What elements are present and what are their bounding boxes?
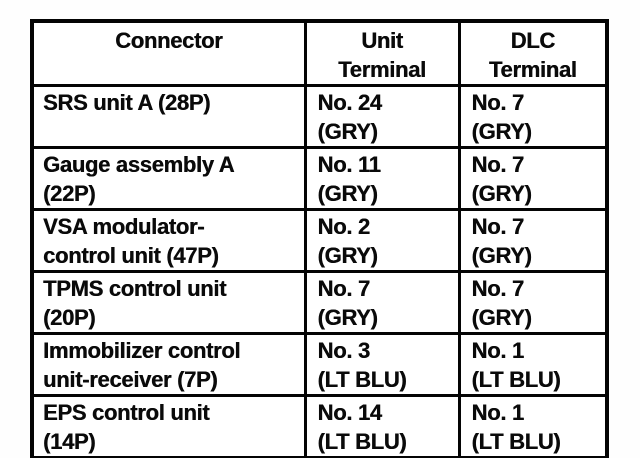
cell-dlc-terminal: No. 7 (GRY) <box>457 146 609 211</box>
cell-connector: VSA modulator- control unit (47P) <box>30 208 307 273</box>
cell-unit-terminal: No. 2 (GRY) <box>303 208 461 273</box>
cell-connector: TPMS control unit (20P) <box>30 270 307 335</box>
cell-unit-terminal: No. 24 (GRY) <box>303 84 461 149</box>
cell-connector: SRS unit A (28P) <box>30 84 307 149</box>
cell-unit-terminal: No. 11 (GRY) <box>303 146 461 211</box>
cell-dlc-terminal: No. 7 (GRY) <box>457 270 609 335</box>
cell-unit-terminal: No. 14 (LT BLU) <box>303 394 461 458</box>
header-row: Connector Unit Terminal DLC Terminal <box>30 19 609 87</box>
table-row: SRS unit A (28P) No. 24 (GRY) No. 7 (GRY… <box>30 84 609 149</box>
header-dlc-terminal: DLC Terminal <box>457 19 609 87</box>
cell-unit-terminal: No. 3 (LT BLU) <box>303 332 461 397</box>
table-row: VSA modulator- control unit (47P) No. 2 … <box>30 208 609 273</box>
terminal-reference-table: Connector Unit Terminal DLC Terminal SRS… <box>30 19 609 458</box>
table-row: Gauge assembly A (22P) No. 11 (GRY) No. … <box>30 146 609 211</box>
cell-connector: EPS control unit (14P) <box>30 394 307 458</box>
cell-unit-terminal: No. 7 (GRY) <box>303 270 461 335</box>
table-row: Immobilizer control unit-receiver (7P) N… <box>30 332 609 397</box>
cell-connector: Gauge assembly A (22P) <box>30 146 307 211</box>
cell-dlc-terminal: No. 7 (GRY) <box>457 208 609 273</box>
cell-connector: Immobilizer control unit-receiver (7P) <box>30 332 307 397</box>
cell-dlc-terminal: No. 1 (LT BLU) <box>457 394 609 458</box>
table-row: EPS control unit (14P) No. 14 (LT BLU) N… <box>30 394 609 458</box>
header-unit-terminal: Unit Terminal <box>303 19 461 87</box>
cell-dlc-terminal: No. 1 (LT BLU) <box>457 332 609 397</box>
table-row: TPMS control unit (20P) No. 7 (GRY) No. … <box>30 270 609 335</box>
cell-dlc-terminal: No. 7 (GRY) <box>457 84 609 149</box>
header-connector: Connector <box>30 19 307 87</box>
